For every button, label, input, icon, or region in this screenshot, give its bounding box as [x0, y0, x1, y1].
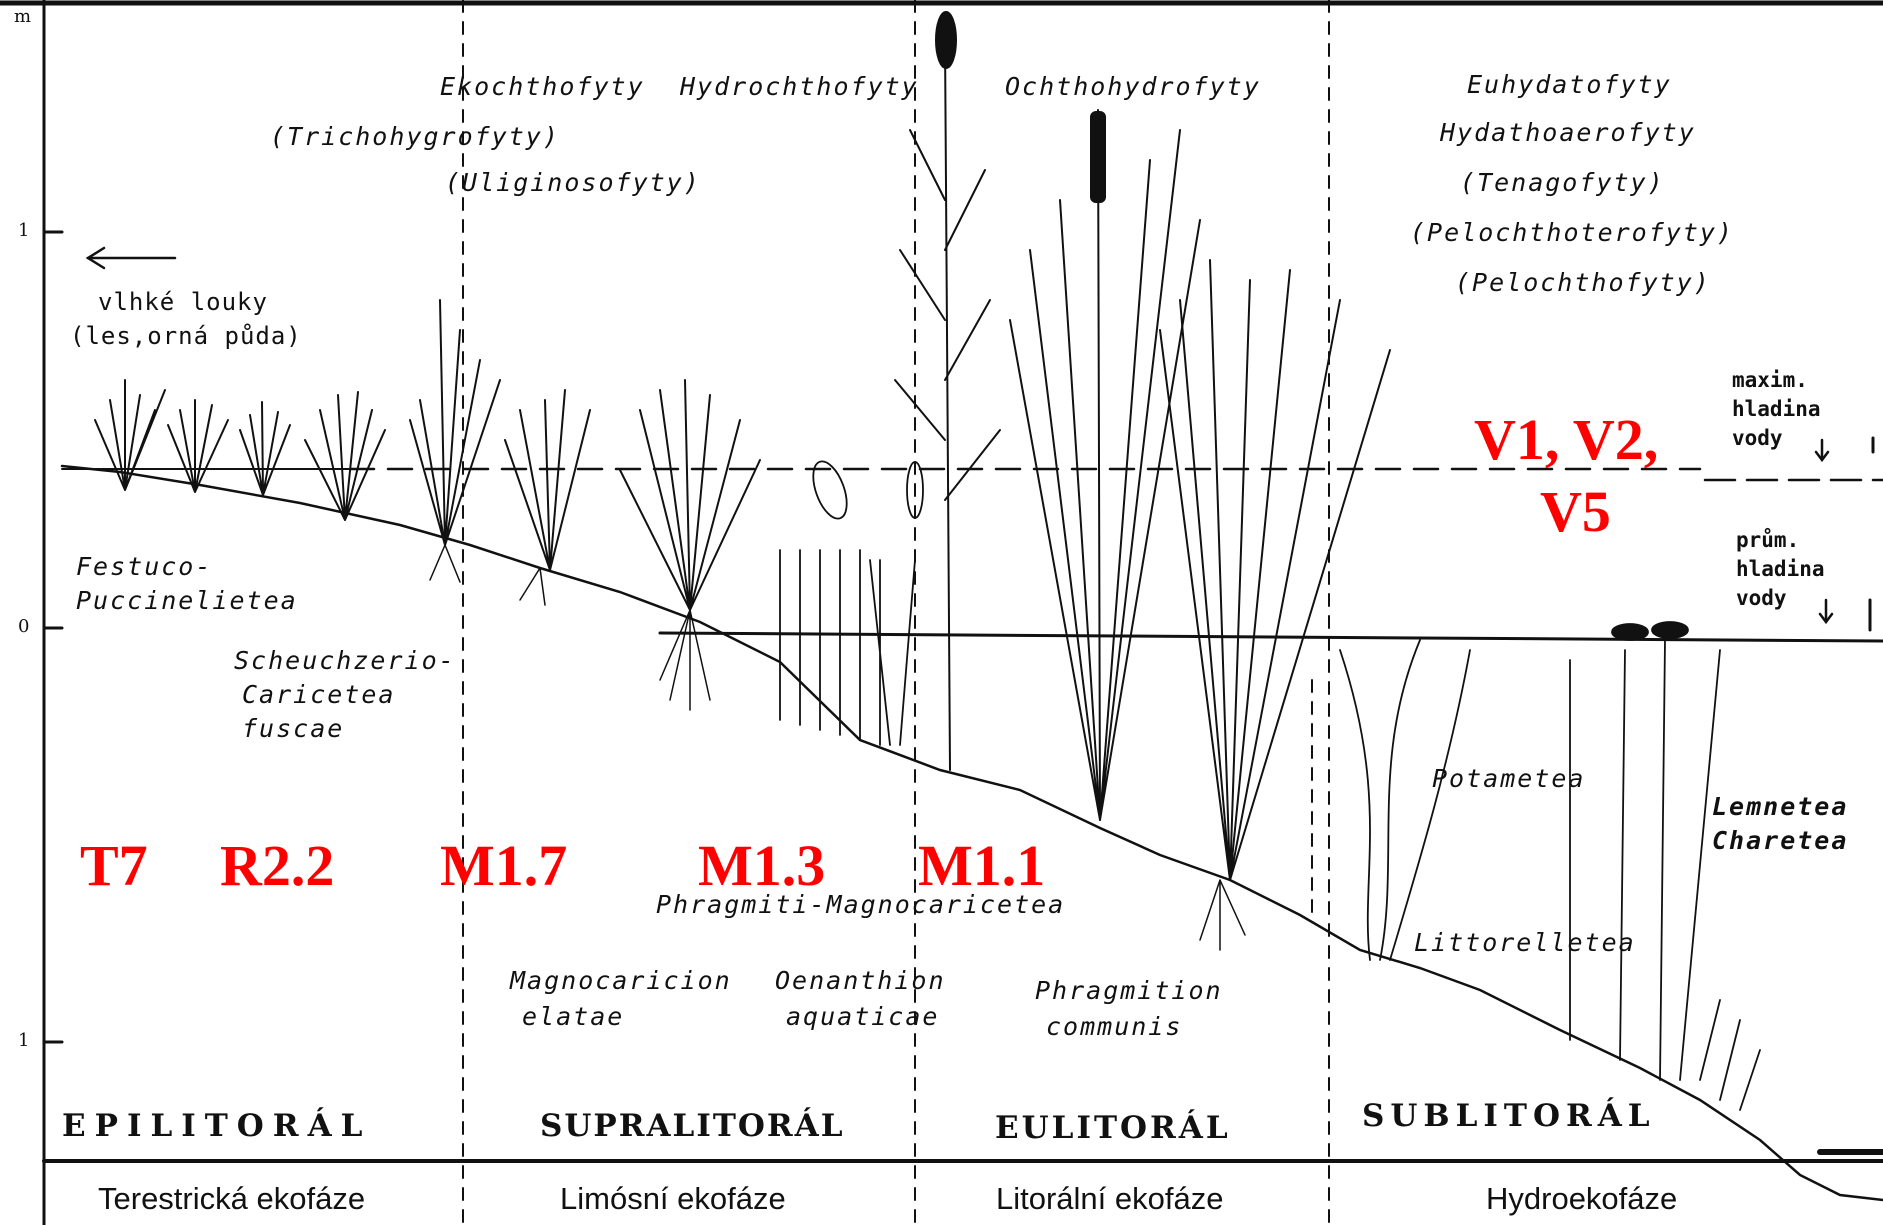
avg-water-label-line3: vody [1736, 584, 1825, 613]
axis-tick-label-plus1: 1 [18, 220, 29, 241]
zone-epilitoral: EPILITORÁL [62, 1108, 371, 1144]
label-hydrochthofyty: Hydrochthofyty [680, 72, 919, 101]
habitat-code-m1-7: M1.7 [440, 832, 567, 899]
emergent-herbs [780, 457, 923, 745]
label-magnocaricion: Magnocaricion [510, 966, 732, 995]
label-uliginosofyty: (Uliginosofyty) [445, 168, 701, 197]
label-trichohygrofyty: (Trichohygrofyty) [270, 122, 560, 151]
label-fuscae: fuscae [242, 714, 344, 743]
ecophase-littoral: Litorální ekofáze [996, 1181, 1223, 1217]
left-arrow-icon [88, 248, 175, 268]
avg-water-label-line1: prům. [1736, 526, 1825, 555]
habitat-code-v5: V5 [1540, 478, 1611, 545]
habitat-code-t7: T7 [80, 832, 148, 899]
max-water-label-line2: hladina [1732, 395, 1821, 424]
ecophase-hydro: Hydroekofáze [1486, 1181, 1677, 1217]
label-festuco: Festuco- [76, 552, 212, 581]
label-tenagofyty: (Tenagofyty) [1460, 168, 1665, 197]
label-caricetea: Caricetea [242, 680, 395, 709]
max-water-level-label: maxim. hladina vody [1732, 366, 1821, 453]
label-charetea: Charetea [1712, 826, 1848, 855]
max-water-label-line3: vody [1732, 424, 1821, 453]
zone-supralitoral: SUPRALITORÁL [540, 1108, 845, 1144]
zone-eulitoral: EULITORÁL [995, 1110, 1231, 1146]
label-ochthohydrofyty: Ochthohydrofyty [1005, 72, 1261, 101]
label-hydathoaerofyty: Hydathoaerofyty [1440, 118, 1696, 147]
label-potametea: Potametea [1432, 764, 1585, 793]
average-water-level-line [660, 600, 1883, 641]
ecophase-limosal: Limósní ekofáze [560, 1181, 786, 1217]
label-euhydatofyty: Euhydatofyty [1467, 70, 1672, 99]
label-communis: communis [1046, 1012, 1182, 1041]
label-elatae: elatae [522, 1002, 624, 1031]
habitat-code-v1-v2: V1, V2, [1474, 406, 1658, 473]
meadow-label-line1: vlhké louky [98, 288, 268, 316]
max-water-label-line1: maxim. [1732, 366, 1821, 395]
label-oenanthion: Oenanthion [775, 966, 946, 995]
avg-water-label-line2: hladina [1736, 555, 1825, 584]
label-littorelletea: Littorelletea [1414, 928, 1636, 957]
meadow-label-line2: (les,orná půda) [70, 322, 302, 350]
habitat-code-m1-3: M1.3 [698, 832, 825, 899]
avg-water-level-label: prům. hladina vody [1736, 526, 1825, 613]
axis-unit-label: m [14, 6, 31, 27]
reed-stems [895, 12, 1390, 880]
label-puccinelietea: Puccinelietea [76, 586, 298, 615]
habitat-code-m1-1: M1.1 [918, 832, 1045, 899]
habitat-code-r2-2: R2.2 [220, 832, 334, 899]
axis-tick-label-zero: 0 [18, 616, 29, 637]
axis-tick-label-minus1: 1 [18, 1030, 29, 1051]
label-scheuchzerio: Scheuchzerio- [234, 646, 456, 675]
submerged-plants [1340, 622, 1760, 1110]
label-aquaticae: aquaticae [786, 1002, 939, 1031]
zone-sublitoral: SUBLITORÁL [1362, 1098, 1656, 1134]
label-phragmition: Phragmition [1035, 976, 1223, 1005]
label-lemnetea: Lemnetea [1712, 792, 1848, 821]
label-ekochthofyty: Ekochthofyty [440, 72, 645, 101]
label-pelochthoterofyty: (Pelochthoterofyty) [1410, 218, 1734, 247]
ecophase-terrestrial: Terestrická ekofáze [98, 1181, 365, 1217]
label-pelochthofyty: (Pelochthofyty) [1455, 268, 1711, 297]
